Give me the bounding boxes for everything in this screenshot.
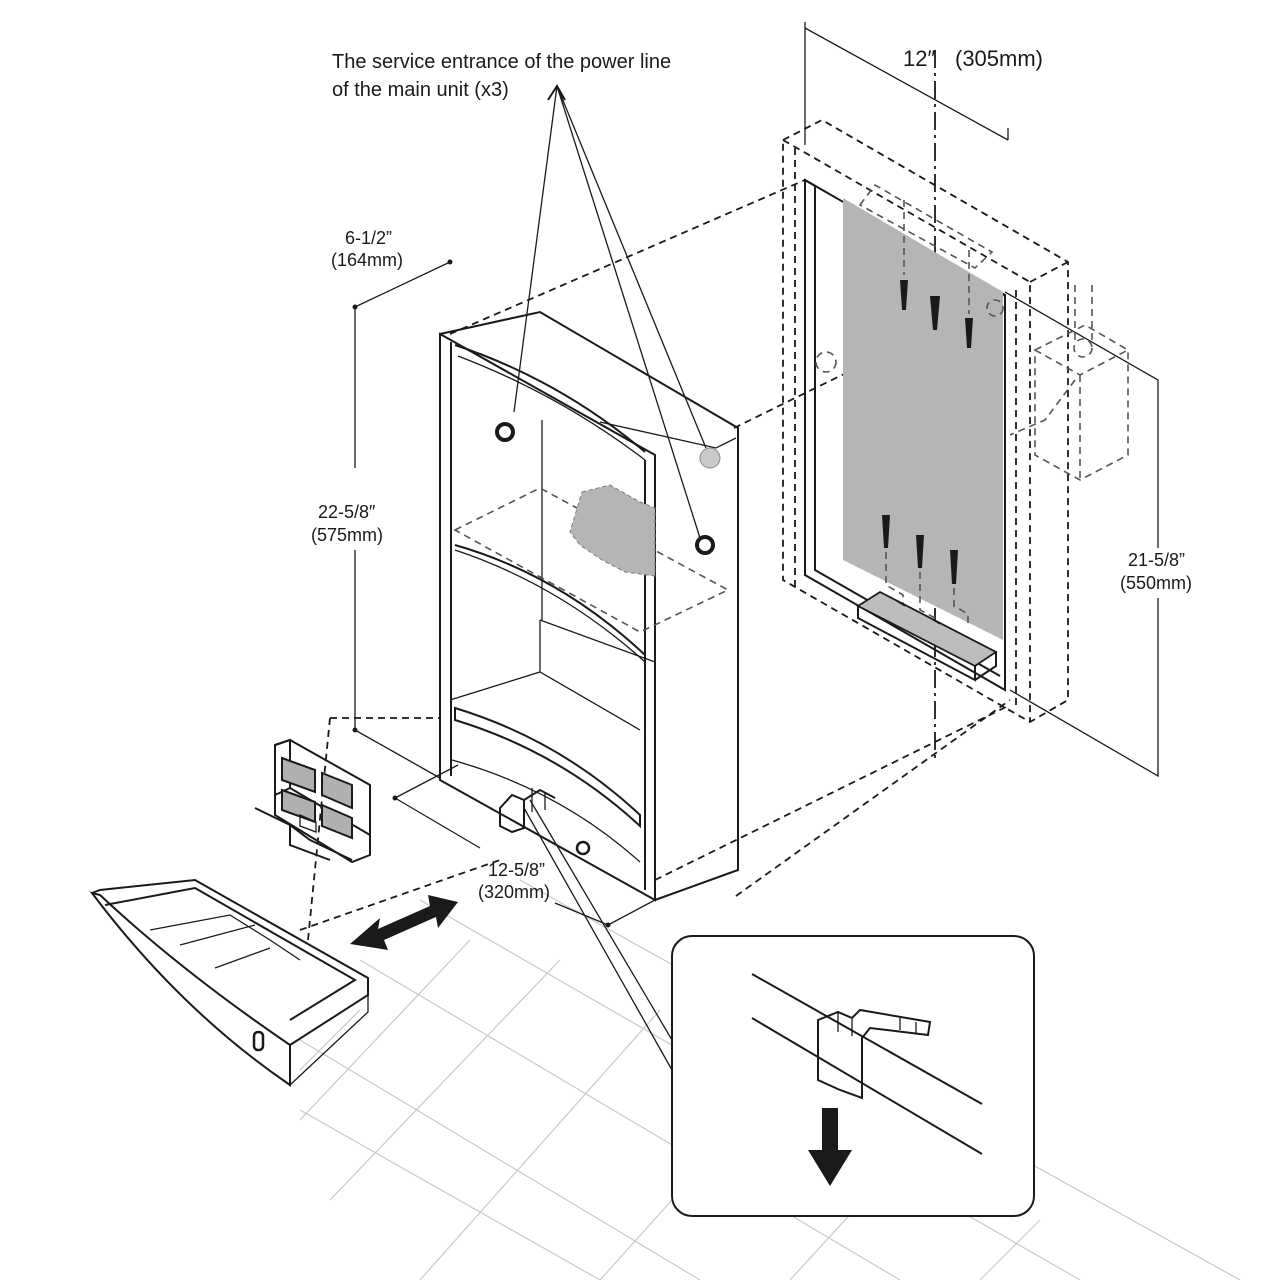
screw-icon (882, 515, 904, 606)
unit-width-imperial: 12-5/8” (488, 860, 545, 880)
screw-icon (900, 200, 908, 310)
unit-height-imperial: 22-5/8″ (318, 502, 376, 522)
width-top-imperial: 12″ (903, 46, 935, 71)
unit-height-metric: (575mm) (311, 525, 383, 545)
bottom-bracket (856, 590, 998, 682)
double-arrow-icon (350, 895, 458, 950)
unit-width-metric: (320mm) (478, 882, 550, 902)
filter-cover (254, 738, 371, 864)
unit-width-dimension: 12-5/8” (320mm) (392, 764, 656, 928)
width-dimension-top: 12″ (305mm) (804, 22, 1043, 145)
service-entrance-text-line1: The service entrance of the power line (332, 51, 671, 73)
depth-imperial: 6-1/2” (345, 228, 392, 248)
leader-lines (513, 84, 707, 539)
depth-dimension: 6-1/2” (164mm) (331, 228, 453, 310)
service-entrance-label: The service entrance of the power line o… (332, 51, 671, 101)
width-top-metric: (305mm) (955, 46, 1043, 71)
service-entrance-text-line2: of the main unit (x3) (332, 79, 509, 101)
floor-tiles (299, 879, 1241, 1280)
detail-inset (523, 799, 1035, 1217)
junction-box (1009, 285, 1129, 481)
unit-height-dimension: 22-5/8″ (575mm) (311, 307, 441, 779)
box-height-dimension: 21-5/8” (550mm) (1004, 291, 1192, 778)
down-arrow-icon (808, 1108, 852, 1186)
drawer (89, 878, 369, 1087)
box-height-metric: (550mm) (1120, 573, 1192, 593)
clip-bracket-icon (817, 1008, 932, 1100)
box-height-imperial: 21-5/8” (1128, 550, 1185, 570)
screw-icon (950, 550, 969, 624)
screw-icon (930, 296, 940, 330)
screw-icon (965, 250, 973, 348)
main-unit (439, 310, 739, 902)
mounting-screws (882, 200, 973, 630)
depth-metric: (164mm) (331, 250, 403, 270)
